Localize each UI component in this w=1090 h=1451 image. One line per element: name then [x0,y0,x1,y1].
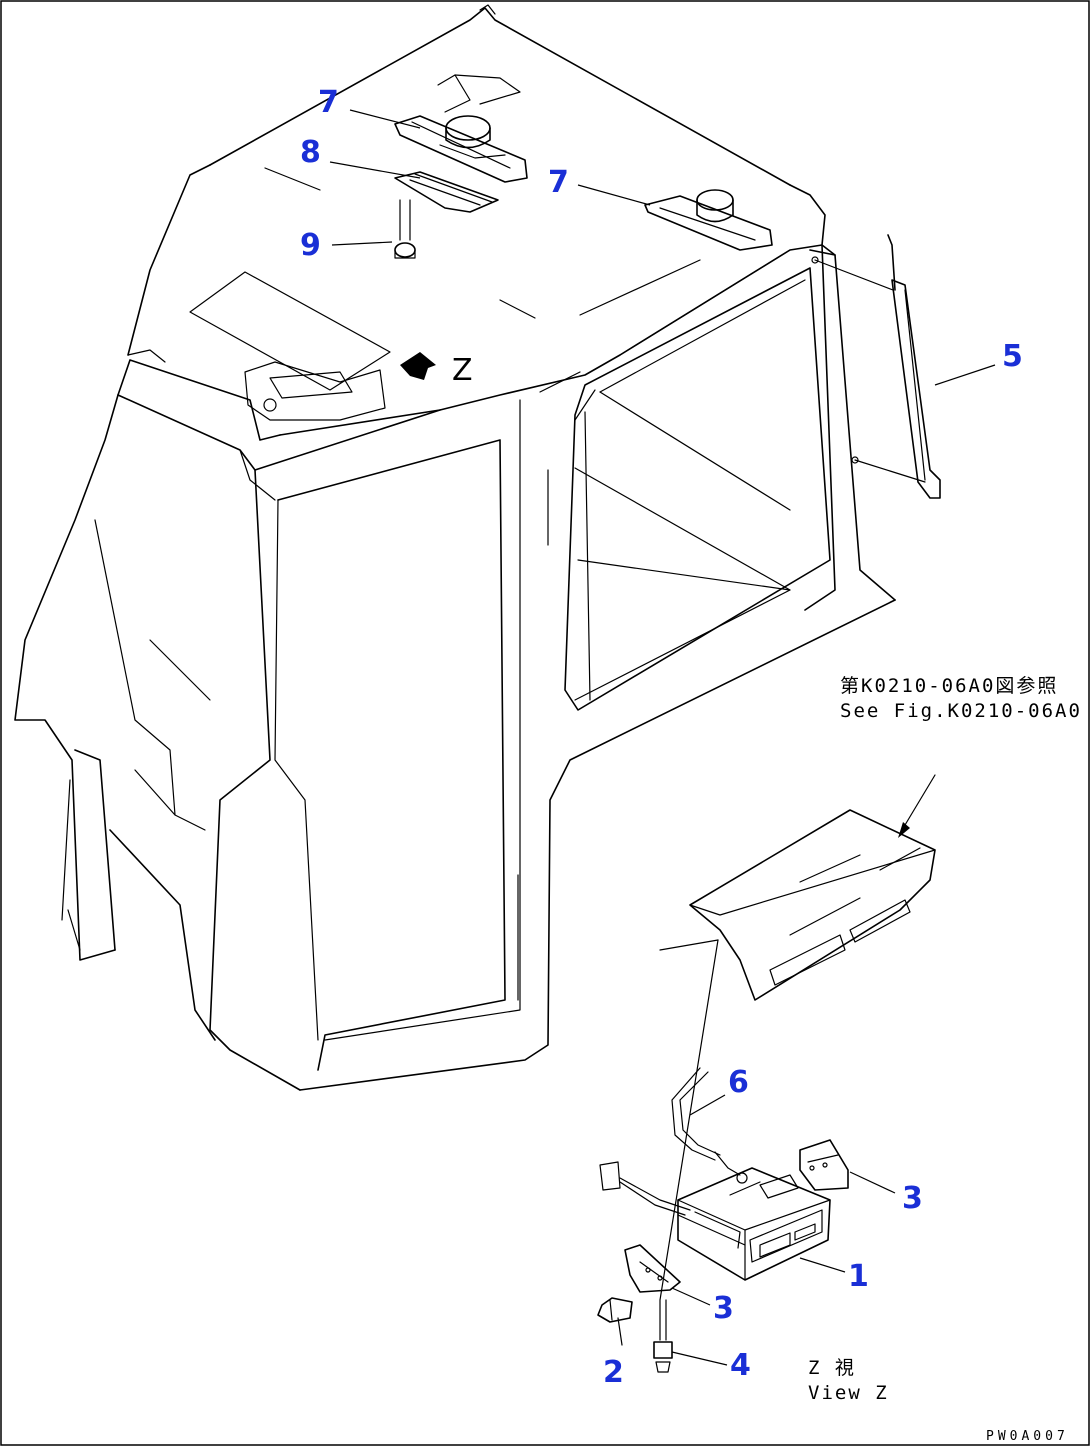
overhead-console [689,774,936,1001]
reference-note-en: See Fig.K0210-06A0 [840,700,1082,722]
callout-4: 4 [730,1348,751,1383]
drawing-code: PW0A007 [986,1429,1069,1444]
speaker-left [394,74,528,183]
speaker-grille [394,171,499,213]
callout-2: 2 [603,1355,624,1390]
callout-labels: 7 8 9 7 5 6 3 1 3 2 4 [300,85,1023,1390]
antenna-cable [671,1067,748,1184]
callout-7-left: 7 [318,85,339,120]
speaker-screw [394,199,416,259]
view-z-marker: Z [452,353,473,388]
callout-7-right: 7 [548,165,569,200]
bracket-left [624,1244,681,1293]
callout-6: 6 [728,1065,749,1100]
antenna [811,234,941,499]
knob [597,1297,633,1346]
reference-note-jp: 第K0210-06A0図参照 [840,675,1058,697]
callout-5: 5 [1002,339,1023,374]
callout-3-right: 3 [902,1181,923,1216]
bolt [653,939,719,1373]
view-arrow [400,352,436,380]
callout-8: 8 [300,135,321,170]
bracket-right [799,1139,849,1191]
leader-lines [329,109,996,1366]
radio-unit [677,1167,831,1281]
callout-9: 9 [300,228,321,263]
callout-3-left: 3 [713,1291,734,1326]
power-harness [599,1161,691,1216]
speaker-right [644,189,773,251]
callout-1: 1 [848,1259,869,1294]
view-label-en: View Z [808,1382,889,1404]
view-label-jp: Z 視 [808,1357,856,1379]
cab-body [14,4,896,1091]
